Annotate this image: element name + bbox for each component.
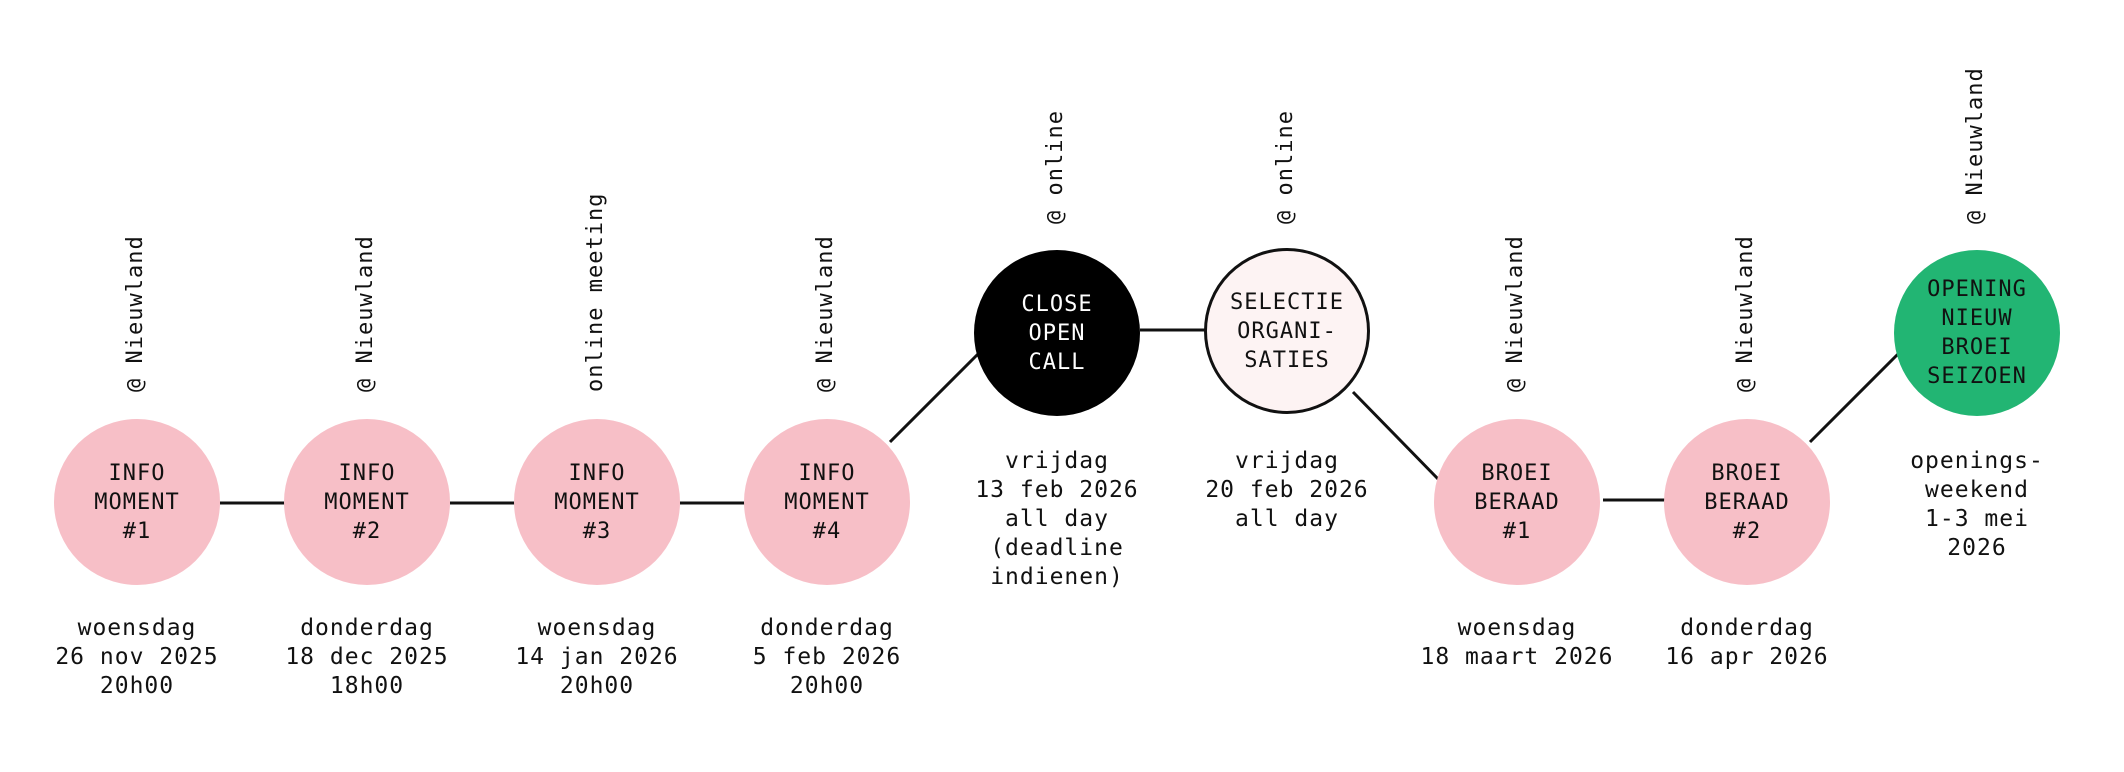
event-date: donderdag 16 apr 2026 [1665, 615, 1829, 670]
event-location: @ online [1273, 110, 1298, 224]
event-node-opening-nieuw-broei-seizoen[interactable]: OPENING NIEUW BROEI SEIZOEN [1894, 250, 2060, 416]
event-date: woensdag 14 jan 2026 20h00 [515, 615, 679, 699]
event-date: vrijdag 20 feb 2026 all day [1205, 448, 1369, 532]
event-node-broei-beraad-2[interactable]: BROEI BERAAD #2 [1664, 419, 1830, 585]
connector-4-5 [888, 350, 982, 444]
event-location: @ online [1043, 110, 1068, 224]
connector-8-9 [1808, 348, 1904, 444]
event-node-close-open-call[interactable]: CLOSE OPEN CALL [974, 250, 1140, 416]
event-date: woensdag 18 maart 2026 [1420, 615, 1614, 670]
connector-6-7 [1351, 390, 1442, 483]
event-location: @ Nieuwland [1503, 235, 1528, 392]
event-node-info-moment-1[interactable]: INFO MOMENT #1 [54, 419, 220, 585]
event-date: vrijdag 13 feb 2026 all day (deadline in… [975, 448, 1139, 590]
event-node-info-moment-2[interactable]: INFO MOMENT #2 [284, 419, 450, 585]
event-date: openings- weekend 1-3 mei 2026 [1910, 448, 2044, 561]
event-date: donderdag 5 feb 2026 20h00 [752, 615, 902, 699]
event-location: @ Nieuwland [813, 235, 838, 392]
event-location: @ Nieuwland [1963, 67, 1988, 224]
event-location: online meeting [583, 192, 608, 392]
event-location: @ Nieuwland [123, 235, 148, 392]
event-date: donderdag 18 dec 2025 18h00 [285, 615, 449, 699]
event-node-info-moment-3[interactable]: INFO MOMENT #3 [514, 419, 680, 585]
event-date: woensdag 26 nov 2025 20h00 [55, 615, 219, 699]
event-node-broei-beraad-1[interactable]: BROEI BERAAD #1 [1434, 419, 1600, 585]
event-location: @ Nieuwland [353, 235, 378, 392]
event-node-selectie-organisaties[interactable]: SELECTIE ORGANI- SATIES [1204, 248, 1370, 414]
event-node-info-moment-4[interactable]: INFO MOMENT #4 [744, 419, 910, 585]
event-location: @ Nieuwland [1733, 235, 1758, 392]
